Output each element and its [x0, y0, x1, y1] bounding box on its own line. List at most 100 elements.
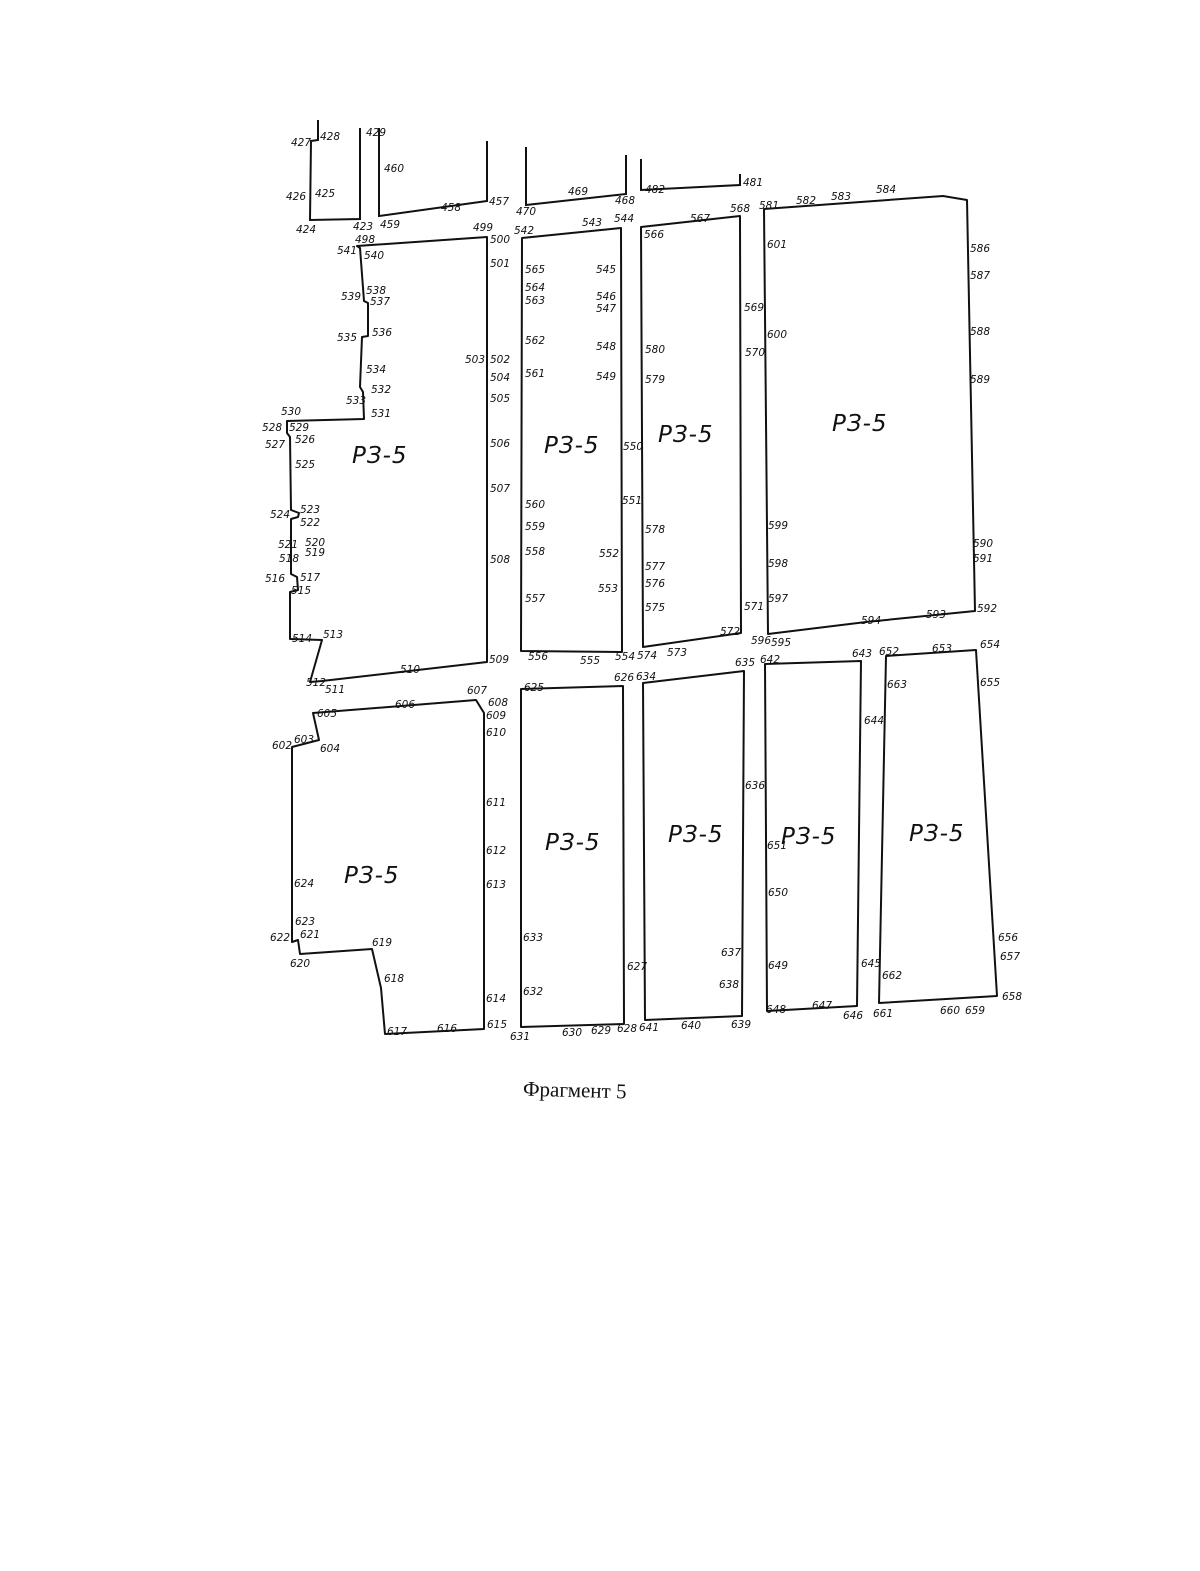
point-label-613: 613	[486, 879, 506, 891]
point-label-514: 514	[292, 633, 312, 645]
point-label-550: 550	[623, 441, 643, 453]
point-label-537: 537	[370, 296, 390, 308]
point-label-581: 581	[759, 200, 779, 212]
figure-caption: Фрагмент 5	[0, 1077, 1200, 1104]
point-label-535: 535	[337, 332, 357, 344]
point-label-629: 629	[591, 1025, 611, 1037]
point-label-622: 622	[270, 932, 290, 944]
point-label-532: 532	[371, 384, 391, 396]
point-label-507: 507	[490, 483, 510, 495]
point-label-565: 565	[525, 264, 545, 276]
point-label-590: 590	[973, 538, 993, 550]
point-label-534: 534	[366, 364, 386, 376]
zone-label-parcel-top-2: РЗ-5	[544, 433, 600, 459]
point-label-615: 615	[487, 1019, 507, 1031]
point-label-637: 637	[721, 947, 741, 959]
point-label-580: 580	[645, 344, 665, 356]
point-label-558: 558	[525, 546, 545, 558]
point-label-593: 593	[926, 609, 946, 621]
point-label-640: 640	[681, 1020, 701, 1032]
point-label-510: 510	[400, 664, 420, 676]
point-label-621: 621	[300, 929, 320, 941]
point-label-556: 556	[528, 651, 548, 663]
point-label-617: 617	[387, 1026, 407, 1038]
point-label-500: 500	[490, 234, 510, 246]
point-label-583: 583	[831, 191, 851, 203]
zone-label-parcel-bottom-1: РЗ-5	[344, 863, 400, 889]
point-label-529: 529	[289, 422, 309, 434]
point-label-519: 519	[305, 547, 325, 559]
point-label-513: 513	[323, 629, 343, 641]
point-label-603: 603	[294, 734, 314, 746]
point-label-627: 627	[627, 961, 647, 973]
point-label-570: 570	[745, 347, 765, 359]
point-label-634: 634	[636, 671, 656, 683]
point-label-504: 504	[490, 372, 510, 384]
parcel-top-4	[763, 195, 976, 635]
point-label-508: 508	[490, 554, 510, 566]
zone-label-parcel-bottom-2: РЗ-5	[545, 830, 601, 856]
parcel-bottom-1	[291, 699, 485, 1035]
point-label-612: 612	[486, 845, 506, 857]
point-label-626: 626	[614, 672, 634, 684]
point-label-596: 596	[751, 635, 771, 647]
point-label-606: 606	[395, 699, 415, 711]
point-label-608: 608	[488, 697, 508, 709]
point-label-520: 520	[305, 537, 325, 549]
point-label-557: 557	[525, 593, 545, 605]
zone-label-parcel-top-4: РЗ-5	[832, 411, 888, 437]
point-label-531: 531	[371, 408, 391, 420]
point-label-555: 555	[580, 655, 600, 667]
point-label-576: 576	[645, 578, 665, 590]
point-label-427: 427	[291, 137, 311, 149]
point-label-594: 594	[861, 615, 881, 627]
point-label-509: 509	[489, 654, 509, 666]
point-label-538: 538	[366, 285, 386, 297]
point-label-632: 632	[523, 986, 543, 998]
point-label-506: 506	[490, 438, 510, 450]
point-label-533: 533	[346, 395, 366, 407]
point-label-586: 586	[970, 243, 990, 255]
parcel-bottom-5	[878, 649, 998, 1004]
point-label-575: 575	[645, 602, 665, 614]
point-label-524: 524	[270, 509, 290, 521]
point-label-589: 589	[970, 374, 990, 386]
point-label-470: 470	[516, 206, 536, 218]
point-label-516: 516	[265, 573, 285, 585]
point-label-502: 502	[490, 354, 510, 366]
parcel-top-1	[286, 236, 488, 683]
point-label-459: 459	[380, 219, 400, 231]
point-label-563: 563	[525, 295, 545, 307]
point-label-625: 625	[524, 682, 544, 694]
point-label-553: 553	[598, 583, 618, 595]
point-label-631: 631	[510, 1031, 530, 1043]
point-label-511: 511	[325, 684, 345, 696]
point-label-635: 635	[735, 657, 755, 669]
point-label-647: 647	[812, 1000, 832, 1012]
point-label-571: 571	[744, 601, 764, 613]
point-label-652: 652	[879, 646, 899, 658]
point-label-638: 638	[719, 979, 739, 991]
point-label-542: 542	[514, 225, 534, 237]
point-label-424: 424	[296, 224, 316, 236]
fragment-boundary-3	[525, 147, 627, 207]
point-label-588: 588	[970, 326, 990, 338]
parcel-bottom-4	[764, 660, 862, 1012]
point-label-541: 541	[337, 245, 357, 257]
point-label-458: 458	[441, 202, 461, 214]
point-label-561: 561	[525, 368, 545, 380]
point-label-540: 540	[364, 250, 384, 262]
point-label-620: 620	[290, 958, 310, 970]
point-label-569: 569	[744, 302, 764, 314]
point-label-530: 530	[281, 406, 301, 418]
point-label-653: 653	[932, 643, 952, 655]
point-label-591: 591	[973, 553, 993, 565]
fragment-boundary-4	[640, 159, 741, 192]
point-label-521: 521	[278, 539, 298, 551]
point-label-616: 616	[437, 1023, 457, 1035]
point-label-457: 457	[489, 196, 509, 208]
point-label-501: 501	[490, 258, 510, 270]
point-label-549: 549	[596, 371, 616, 383]
zone-label-parcel-top-3: РЗ-5	[658, 422, 714, 448]
